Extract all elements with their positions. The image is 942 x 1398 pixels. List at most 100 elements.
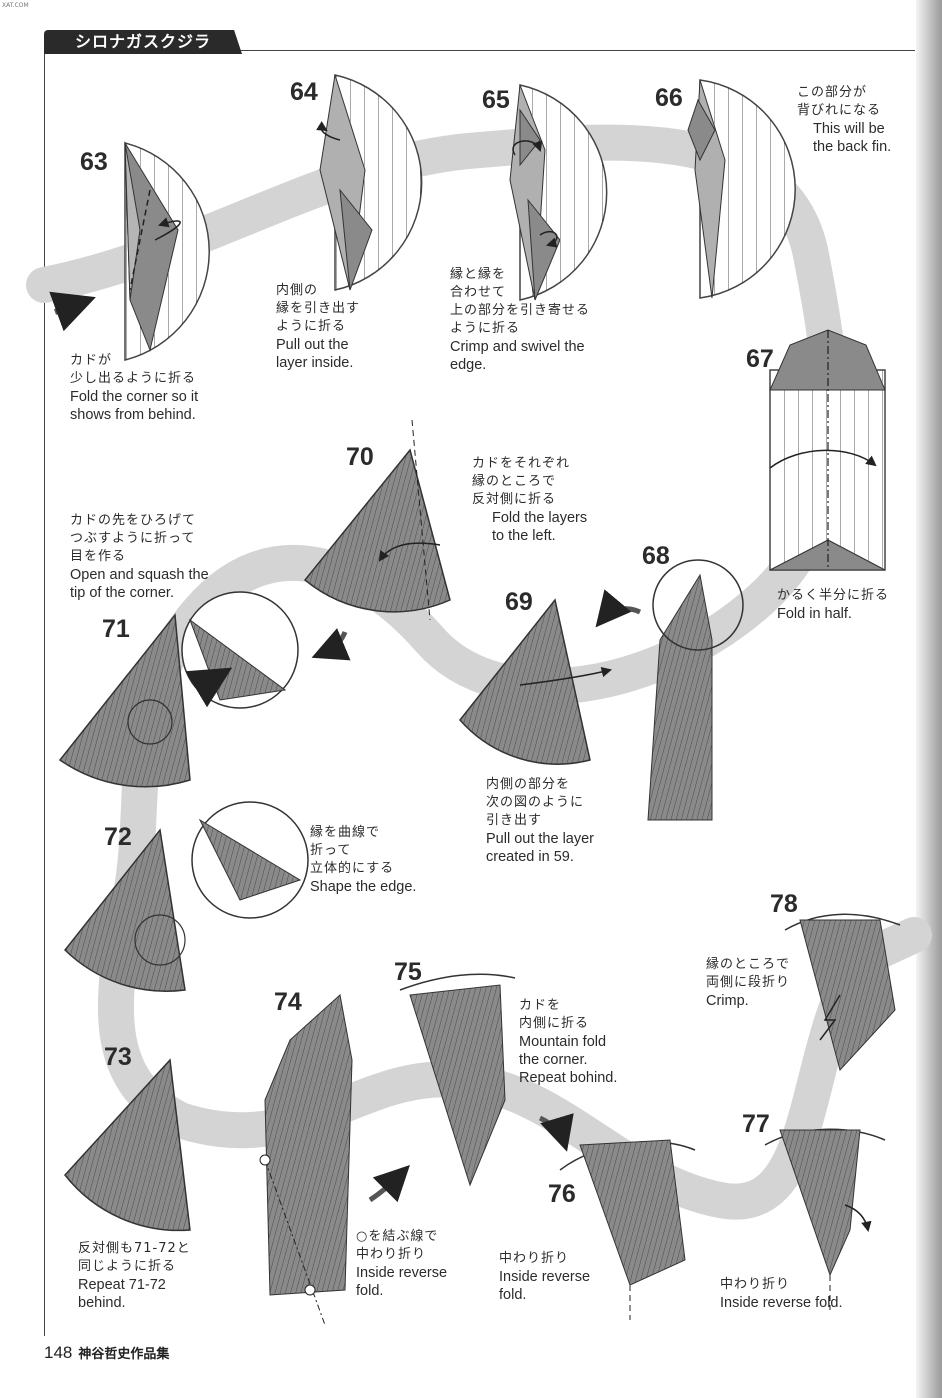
step-63-figure bbox=[49, 141, 210, 361]
step-69-en-line-2: created in 59. bbox=[486, 849, 574, 865]
step-number-71: 71 bbox=[102, 615, 130, 643]
step-67-figure bbox=[769, 329, 886, 571]
step-76-caption: 中わり折り Inside reverse fold. bbox=[499, 1250, 590, 1304]
step-69-caption: 内側の部分を 次の図のように 引き出す Pull out the layer c… bbox=[486, 776, 594, 866]
step-66-figure bbox=[687, 79, 796, 299]
step-75-jp-line-1: カドを bbox=[519, 998, 562, 1013]
step-73-jp-line-2: 同じように折る bbox=[78, 1259, 177, 1274]
step-number-69: 69 bbox=[505, 588, 533, 616]
step-78-caption: 縁のところで 両側に段折り Crimp. bbox=[706, 956, 790, 1010]
step-67-caption: かるく半分に折る Fold in half. bbox=[777, 587, 889, 623]
step-number-63: 63 bbox=[80, 148, 108, 176]
step-65-caption: 縁と縁を 合わせて 上の部分を引き寄せる ように折る Crimp and swi… bbox=[450, 266, 590, 374]
page-binding-shadow bbox=[916, 0, 942, 1398]
step-77-caption: 中わり折り Inside reverse fold. bbox=[720, 1276, 843, 1312]
step-74-en-line-1: Inside reverse bbox=[356, 1265, 448, 1281]
step-77-figure bbox=[764, 1128, 886, 1310]
step-number-74: 74 bbox=[274, 988, 302, 1016]
step-71-en-line-1: Open and squash the bbox=[70, 567, 209, 583]
step-number-67: 67 bbox=[746, 345, 774, 373]
step-75-jp-line-2: 内側に折る bbox=[519, 1016, 590, 1031]
step-65-figure bbox=[509, 84, 608, 301]
step-66-en-line-1: This will be bbox=[813, 121, 885, 137]
step-74-jp-line-2: 中わり折り bbox=[356, 1247, 427, 1262]
step-63-en-line-2: shows from behind. bbox=[70, 407, 196, 423]
step-72-jp-line-1: 縁を曲線で bbox=[310, 825, 381, 840]
step-73-caption: 反対側も71-72と 同じように折る Repeat 71-72 behind. bbox=[78, 1240, 191, 1312]
step-76-en-line-1: Inside reverse bbox=[499, 1269, 591, 1285]
page-footer: 148 神谷哲史作品集 bbox=[44, 1343, 169, 1363]
step-65-jp-line-2: 合わせて bbox=[450, 285, 507, 300]
step-74-jp-line-1: ○を結ぶ線で bbox=[356, 1229, 439, 1244]
step-64-en-line-2: layer inside. bbox=[276, 355, 354, 371]
step-71-jp-line-2: つぶすように折って bbox=[70, 531, 196, 546]
step-73-en-line-2: behind. bbox=[78, 1295, 126, 1311]
step-70-en-line-1: Fold the layers bbox=[492, 510, 588, 526]
step-78-en-line-1: Crimp. bbox=[706, 993, 749, 1009]
step-70-jp-line-1: カドをそれぞれ bbox=[472, 456, 571, 471]
step-70-figure bbox=[303, 419, 451, 661]
step-number-77: 77 bbox=[742, 1110, 770, 1138]
step-72-figure bbox=[63, 801, 309, 992]
step-63-en-line-1: Fold the corner so it bbox=[70, 389, 199, 405]
step-71-en-line-2: tip of the corner. bbox=[70, 585, 174, 601]
step-77-en-line-1: Inside reverse fold. bbox=[720, 1295, 843, 1311]
step-76-figure bbox=[559, 1139, 696, 1320]
step-75-en-line-3: Repeat bohind. bbox=[519, 1070, 618, 1086]
step-number-65: 65 bbox=[482, 86, 510, 114]
step-73-figure bbox=[64, 1058, 191, 1232]
step-72-en-line-1: Shape the edge. bbox=[310, 879, 417, 895]
step-67-en-line-1: Fold in half. bbox=[777, 606, 852, 622]
step-65-en-line-1: Crimp and swivel the bbox=[450, 339, 585, 355]
step-75-caption: カドを 内側に折る Mountain fold the corner. Repe… bbox=[519, 997, 617, 1087]
step-66-caption: この部分が 背びれになる This will be the back fin. bbox=[797, 84, 891, 156]
step-66-jp-line-2: 背びれになる bbox=[797, 103, 882, 118]
step-65-jp-line-4: ように折る bbox=[450, 321, 521, 336]
corner-watermark: XAT.COM bbox=[2, 2, 29, 9]
step-63-jp-line-1: カドが bbox=[70, 353, 113, 368]
step-76-jp-line-1: 中わり折り bbox=[499, 1251, 570, 1266]
step-number-73: 73 bbox=[104, 1043, 132, 1071]
step-71-caption: カドの先をひろげて つぶすように折って 目を作る Open and squash… bbox=[70, 512, 209, 602]
step-64-jp-line-1: 内側の bbox=[276, 283, 319, 298]
step-63-jp-line-2: 少し出るように折る bbox=[70, 371, 197, 386]
step-70-jp-line-3: 反対側に折る bbox=[472, 492, 557, 507]
page-number: 148 bbox=[44, 1343, 73, 1362]
step-number-64: 64 bbox=[290, 78, 318, 106]
step-69-jp-line-1: 内側の部分を bbox=[486, 777, 571, 792]
step-64-jp-line-2: 縁を引き出す bbox=[276, 301, 361, 316]
step-73-en-line-1: Repeat 71-72 bbox=[78, 1277, 166, 1293]
step-64-en-line-1: Pull out the bbox=[276, 337, 349, 353]
step-number-72: 72 bbox=[104, 823, 132, 851]
step-73-jp-line-1: 反対側も71-72と bbox=[78, 1241, 191, 1256]
step-64-caption: 内側の 縁を引き出す ように折る Pull out the layer insi… bbox=[276, 282, 360, 372]
background-path bbox=[26, 124, 932, 1220]
step-number-75: 75 bbox=[394, 958, 422, 986]
step-68-figure bbox=[595, 559, 744, 821]
page-title: シロナガスクジラ bbox=[44, 30, 242, 54]
step-65-jp-line-3: 上の部分を引き寄せる bbox=[450, 303, 591, 318]
step-number-78: 78 bbox=[770, 890, 798, 918]
step-number-66: 66 bbox=[655, 84, 683, 112]
step-65-jp-line-1: 縁と縁を bbox=[450, 267, 507, 282]
book-title: 神谷哲史作品集 bbox=[78, 1346, 170, 1361]
step-75-en-line-2: the corner. bbox=[519, 1052, 588, 1068]
step-69-en-line-1: Pull out the layer bbox=[486, 831, 595, 847]
step-number-76: 76 bbox=[548, 1180, 576, 1208]
step-77-jp-line-1: 中わり折り bbox=[720, 1277, 791, 1292]
step-72-jp-line-2: 折って bbox=[310, 843, 352, 858]
step-66-jp-line-1: この部分が bbox=[797, 85, 868, 100]
step-72-caption: 縁を曲線で 折って 立体的にする Shape the edge. bbox=[310, 824, 416, 896]
step-74-en-line-2: fold. bbox=[356, 1283, 384, 1299]
step-75-en-line-1: Mountain fold bbox=[519, 1034, 607, 1050]
step-69-figure bbox=[459, 598, 613, 765]
step-69-jp-line-2: 次の図のように bbox=[486, 795, 585, 810]
step-70-jp-line-2: 縁のところで bbox=[472, 474, 557, 489]
step-70-en-line-2: to the left. bbox=[492, 528, 556, 544]
step-72-jp-line-3: 立体的にする bbox=[310, 861, 395, 876]
step-78-figure bbox=[784, 913, 901, 1072]
step-number-68: 68 bbox=[642, 542, 670, 570]
step-71-figure bbox=[58, 591, 299, 788]
